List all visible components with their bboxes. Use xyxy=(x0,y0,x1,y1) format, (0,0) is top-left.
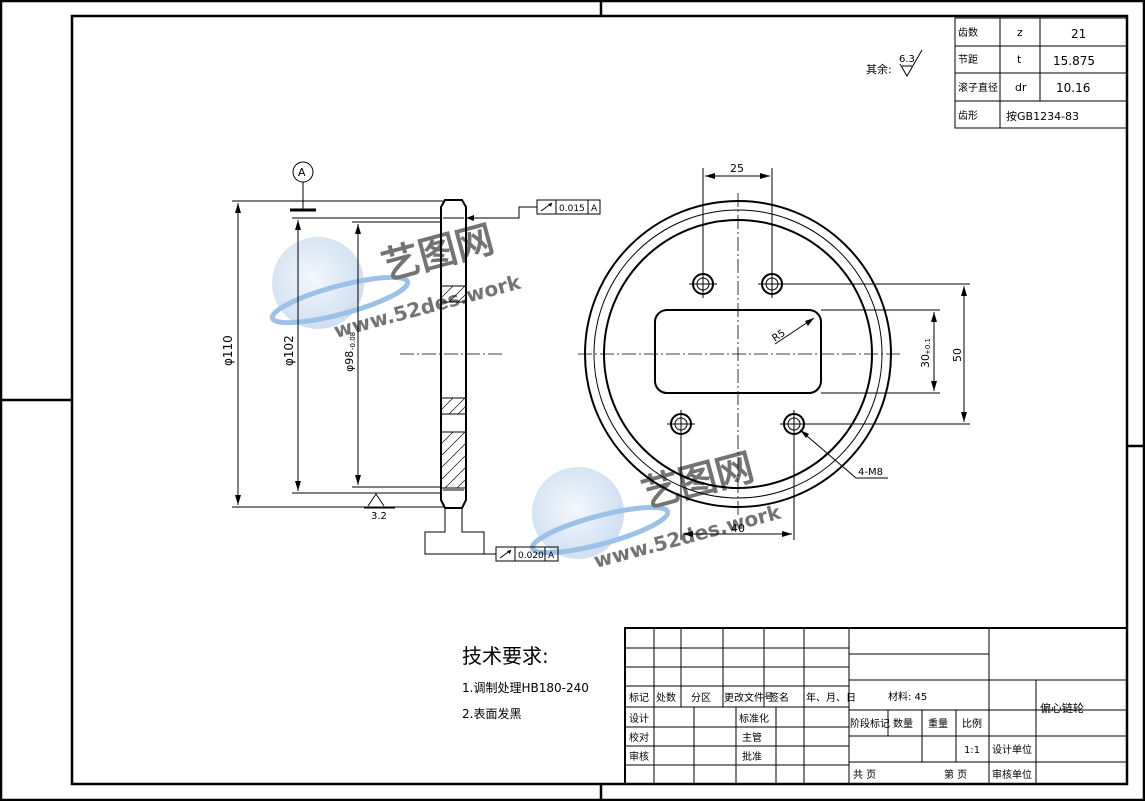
tb-design-unit: 设计单位 xyxy=(992,743,1032,756)
spec-table: 齿数 z 21 节距 t 15.875 滚子直径 dr 10.16 齿形 按GB… xyxy=(954,17,1128,129)
spec-value-roller: 10.16 xyxy=(1056,81,1090,95)
runout-datum-upper: A xyxy=(591,204,598,214)
tech-requirement-2: 2.表面发黑 xyxy=(462,706,521,721)
tb-material: 材料: 45 xyxy=(888,690,927,703)
sheet-inner-border xyxy=(70,14,1129,786)
spec-symbol-teeth: z xyxy=(1017,26,1023,39)
watermark: 艺图网 www.52des.work 艺图网 www.52des.work xyxy=(269,217,784,573)
spec-value-profile: 按GB1234-83 xyxy=(1006,109,1079,123)
tb-quantity: 数量 xyxy=(893,717,913,730)
threaded-holes xyxy=(667,270,808,438)
surface-finish-remaining-label: 其余: xyxy=(866,62,892,76)
technical-requirements: 技术要求: 1.调制处理HB180-240 2.表面发黑 xyxy=(462,644,589,721)
spec-label-roller: 滚子直径 xyxy=(958,81,998,94)
dim-diameter-102: φ102 xyxy=(282,335,296,366)
tb-part-name: 偏心链轮 xyxy=(1040,701,1084,715)
dim-hole-spacing-50: 50 xyxy=(951,348,964,362)
runout-tolerance-upper: 0.015 xyxy=(559,204,585,214)
tb-header-zone: 分区 xyxy=(691,692,711,704)
spec-value-teeth: 21 xyxy=(1071,27,1086,41)
tb-scale-label: 比例 xyxy=(962,717,982,730)
tb-header-mark: 标记 xyxy=(629,692,649,704)
tb-label-check: 校对 xyxy=(629,731,649,744)
title-block: 标记 处数 分区 更改文件号 签名 年、月、日 设计 校对 审核 标准化 主管 … xyxy=(624,627,1128,785)
surface-finish-side-value: 3.2 xyxy=(371,511,387,522)
runout-frame-upper xyxy=(536,199,601,215)
tech-requirement-1: 1.调制处理HB180-240 xyxy=(462,681,589,695)
dim-diameter-98-tolerance: -0.08 xyxy=(349,332,357,350)
tb-page-number: 第 页 xyxy=(944,768,967,781)
tech-requirements-title: 技术要求: xyxy=(462,644,549,668)
dim-hole-spacing-25: 25 xyxy=(730,162,744,175)
surface-finish-remaining: 其余: 6.3 xyxy=(866,49,923,77)
runout-frame-lower xyxy=(495,546,559,562)
section-hatch-lower xyxy=(440,431,467,489)
tb-label-design: 设计 xyxy=(629,712,649,725)
dim-diameter-98: φ98 xyxy=(343,351,356,372)
dim-diameter-110: φ110 xyxy=(221,335,235,366)
tb-label-standardization: 标准化 xyxy=(739,712,769,725)
tb-label-approve: 批准 xyxy=(742,750,762,763)
front-view: 25 R5 30 +0.1 50 40 4-M8 xyxy=(578,162,970,540)
tb-scale-value: 1:1 xyxy=(964,745,980,756)
tb-label-review: 审核 xyxy=(629,750,649,763)
dim-holes-4-m8: 4-M8 xyxy=(858,467,883,478)
tb-total-pages: 共 页 xyxy=(853,769,876,781)
tb-header-date: 年、月、日 xyxy=(806,691,856,704)
tb-header-change-doc: 更改文件号 xyxy=(724,691,774,704)
watermark-title-2: 艺图网 xyxy=(637,445,759,517)
center-slot xyxy=(654,309,822,394)
tb-header-count: 处数 xyxy=(656,691,676,704)
dim-slot-height-30: 30 xyxy=(919,354,932,368)
datum-a-label: A xyxy=(298,166,306,179)
tb-header-signature: 签名 xyxy=(769,691,789,704)
spec-symbol-roller: dr xyxy=(1015,81,1027,94)
spec-value-pitch: 15.875 xyxy=(1053,54,1095,68)
dim-hole-spacing-40: 40 xyxy=(731,522,745,535)
side-view: A φ110 φ102 φ98 - xyxy=(221,161,601,562)
dim-slot-radius: R5 xyxy=(770,328,787,345)
tb-review-unit: 审核单位 xyxy=(992,768,1032,781)
tb-weight: 重量 xyxy=(928,717,948,730)
tb-stage-mark: 阶段标记 xyxy=(850,717,890,730)
tb-label-supervisor: 主管 xyxy=(742,731,762,744)
spec-label-pitch: 节距 xyxy=(958,54,978,66)
spec-label-teeth: 齿数 xyxy=(958,26,978,39)
runout-tolerance-lower: 0.020 xyxy=(518,551,544,561)
watermark-title: 艺图网 xyxy=(377,217,499,289)
dim-slot-height-30-tolerance: +0.1 xyxy=(924,338,932,355)
spec-label-profile: 齿形 xyxy=(958,110,978,122)
spec-symbol-pitch: t xyxy=(1017,53,1022,66)
surface-finish-remaining-value: 6.3 xyxy=(899,54,915,65)
runout-datum-lower: A xyxy=(548,551,555,561)
